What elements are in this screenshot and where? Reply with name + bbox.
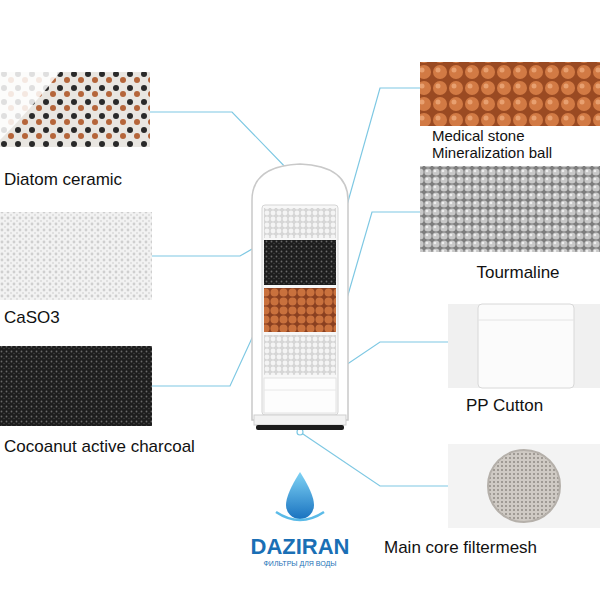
pp-photo xyxy=(448,304,600,388)
leader-lines xyxy=(150,88,448,486)
part-label: Diatom ceramic xyxy=(4,170,204,190)
ceramic-photo xyxy=(0,72,150,147)
part-label: PP Cutton xyxy=(466,396,596,416)
stone-photo xyxy=(420,62,600,126)
tourmaline-photo xyxy=(420,166,600,252)
part-label: Cocoanut active charcoal xyxy=(4,437,254,457)
filter-cartridge xyxy=(252,164,348,430)
logo-drop xyxy=(276,472,324,520)
brand-name: DAZIRAN xyxy=(226,534,374,559)
part-label: Main core filtermesh xyxy=(384,538,594,558)
part-label: CaSO3 xyxy=(4,308,144,328)
mesh-photo xyxy=(448,444,600,528)
part-label: Medical stone Mineralization ball xyxy=(432,127,597,162)
caso3-photo xyxy=(0,212,152,300)
charcoal-photo xyxy=(0,346,152,426)
brand-tagline: ФИЛЬТРЫ ДЛЯ ВОДЫ xyxy=(226,560,374,568)
part-label: Tourmaline xyxy=(440,263,596,283)
